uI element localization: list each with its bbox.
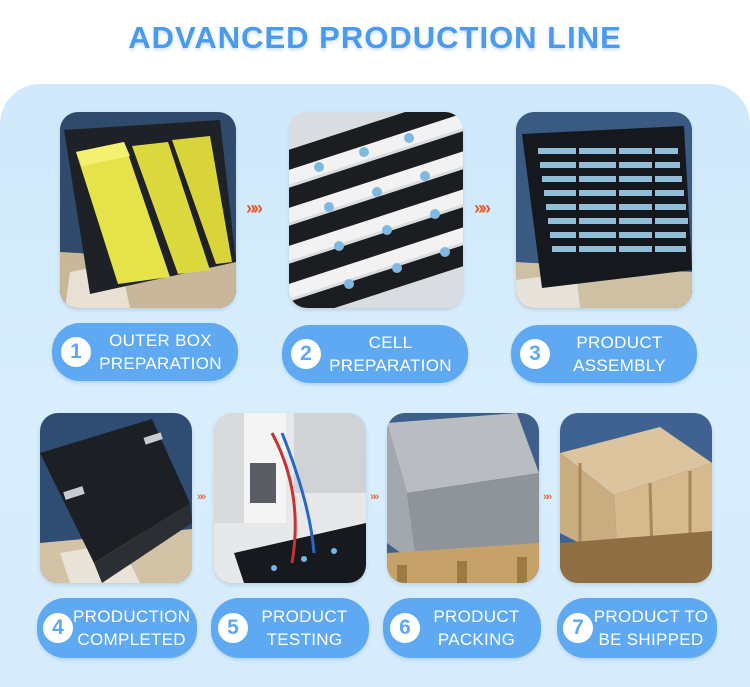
arrow-5-6: »» — [370, 491, 379, 503]
step-2-label: 2 CELL PREPARATION — [282, 325, 468, 383]
photo-packing — [387, 413, 539, 583]
photo-assembly — [516, 112, 692, 308]
step-7-number: 7 — [563, 613, 593, 643]
step-5-text: PRODUCT TESTING — [261, 607, 348, 649]
step-3-text: PRODUCT ASSEMBLY — [573, 333, 666, 375]
step-4-number: 4 — [43, 613, 73, 643]
arrow-4-5: »» — [197, 491, 206, 503]
arrow-2-3: »» — [474, 198, 491, 218]
step-6-number: 6 — [390, 613, 420, 643]
step-1-label: 1 OUTER BOX PREPARATION — [52, 323, 238, 381]
arrow-6-7: »» — [543, 491, 552, 503]
step-4-text: PRODUCTION COMPLETED — [73, 607, 191, 649]
photo-cells — [289, 112, 463, 308]
step-3-number: 3 — [520, 339, 550, 369]
step-5-number: 5 — [218, 613, 248, 643]
step-1-text: OUTER BOX PREPARATION — [99, 331, 222, 373]
page-title: ADVANCED PRODUCTION LINE — [128, 20, 622, 55]
photo-completed — [40, 413, 192, 583]
step-7-text: PRODUCT TO BE SHIPPED — [593, 607, 709, 649]
step-6-label: 6 PRODUCT PACKING — [383, 598, 541, 658]
step-2-number: 2 — [291, 339, 321, 369]
photo-testing — [214, 413, 366, 583]
step-4-label: 4 PRODUCTION COMPLETED — [37, 598, 197, 658]
step-7-label: 7 PRODUCT TO BE SHIPPED — [557, 598, 717, 658]
step-3-label: 3 PRODUCT ASSEMBLY — [511, 325, 697, 383]
photo-shipped — [560, 413, 712, 583]
photo-outer-box — [60, 112, 236, 308]
step-2-text: CELL PREPARATION — [329, 333, 452, 375]
step-1-number: 1 — [61, 337, 91, 367]
arrow-1-2: »» — [246, 198, 263, 218]
step-6-text: PRODUCT PACKING — [433, 607, 520, 649]
step-5-label: 5 PRODUCT TESTING — [211, 598, 369, 658]
